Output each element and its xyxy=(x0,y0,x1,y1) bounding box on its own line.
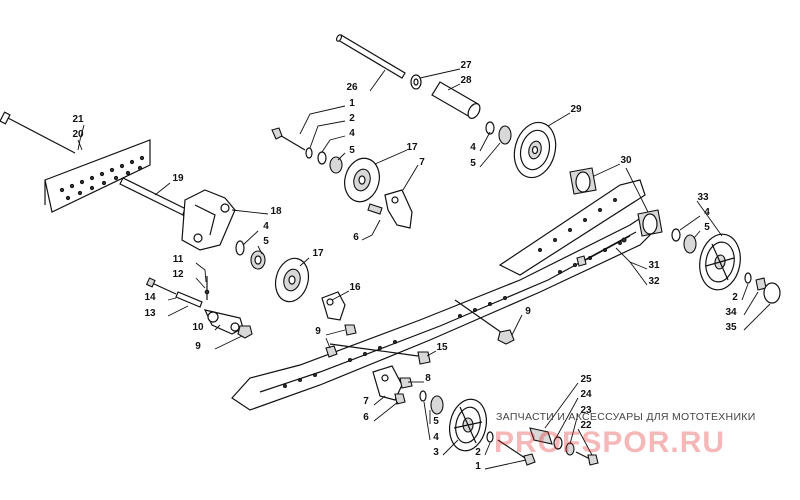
part-33-wheel xyxy=(671,228,741,291)
callout-c-3: 3 xyxy=(433,447,439,458)
callout-c-17a: 17 xyxy=(312,248,324,259)
part-29-wheel xyxy=(485,121,557,179)
watermark: ЗАПЧАСТИ И АКСЕССУАРЫ ДЛЯ МОТОТЕХНИКИ PR… xyxy=(494,411,756,459)
watermark-logo: PROFSPOR.RU xyxy=(494,426,725,459)
main-slide-rail xyxy=(231,214,661,411)
callout-c-11: 11 xyxy=(173,254,184,265)
callout-c-25: 25 xyxy=(580,374,592,385)
callout-c-2a: 2 xyxy=(349,113,355,124)
right-upper-rail xyxy=(498,179,646,276)
callout-c-29: 29 xyxy=(570,104,582,115)
part-31-32-bolt xyxy=(576,235,631,267)
callout-c-10: 10 xyxy=(192,322,204,333)
callout-c-15: 15 xyxy=(436,342,448,353)
callout-c-5a: 5 xyxy=(263,236,269,247)
lower-right-hardware xyxy=(486,427,599,466)
callout-c-22: 22 xyxy=(580,420,592,431)
callout-c-18: 18 xyxy=(270,206,282,217)
part-18-bracket xyxy=(181,189,236,251)
callout-c-34: 34 xyxy=(725,307,737,318)
callout-c-7b: 7 xyxy=(363,396,369,407)
callout-c-35: 35 xyxy=(725,322,737,333)
callout-c-17b: 17 xyxy=(406,142,418,153)
callout-c-12: 12 xyxy=(172,269,184,280)
callout-c-2c: 2 xyxy=(475,447,481,458)
callout-c-14: 14 xyxy=(144,292,156,303)
left-upper-rail xyxy=(44,139,151,213)
callout-c-4a: 4 xyxy=(263,221,269,232)
callout-c-5d: 5 xyxy=(704,222,710,233)
part-21-long-shaft xyxy=(0,111,76,154)
callout-c-21a: 21 xyxy=(72,114,84,125)
callout-c-5b: 5 xyxy=(349,145,355,156)
callout-c-4c: 4 xyxy=(470,142,476,153)
callout-c-9b: 9 xyxy=(525,306,531,317)
callout-c-1a: 1 xyxy=(349,98,355,109)
center-bolts xyxy=(325,299,515,365)
callout-c-32: 32 xyxy=(648,276,660,287)
part-10-14-linkage xyxy=(145,276,253,339)
callout-c-26: 26 xyxy=(346,82,358,93)
watermark-tagline: ЗАПЧАСТИ И АКСЕССУАРЫ ДЛЯ МОТОТЕХНИКИ xyxy=(496,411,756,423)
callout-c-9c: 9 xyxy=(315,326,321,337)
callout-c-6b: 6 xyxy=(363,412,369,423)
callout-c-27: 27 xyxy=(460,60,472,71)
callout-c-20: 20 xyxy=(72,129,84,140)
part-2-34-35-cap xyxy=(744,272,781,304)
callout-c-1b: 1 xyxy=(475,461,481,472)
callout-c-8: 8 xyxy=(425,373,431,384)
callout-c-5e: 5 xyxy=(433,416,439,427)
callout-c-4b: 4 xyxy=(349,128,355,139)
leader-lines xyxy=(77,68,771,470)
part-30-hubs xyxy=(569,167,663,237)
part-26-shaft xyxy=(335,34,406,79)
callout-c-31: 31 xyxy=(648,260,660,271)
callout-c-7a: 7 xyxy=(419,157,425,168)
callout-c-28: 28 xyxy=(460,75,472,86)
lower-wheel-group xyxy=(372,365,488,452)
part-17-wheel-lower xyxy=(274,257,310,303)
callout-c-16: 16 xyxy=(349,282,361,293)
callout-c-33: 33 xyxy=(697,192,709,203)
callout-c-4e: 4 xyxy=(433,432,439,443)
callout-c-5c: 5 xyxy=(470,158,476,169)
upper-wheel-group xyxy=(271,127,413,229)
callout-c-6a: 6 xyxy=(353,232,359,243)
callout-c-9a: 9 xyxy=(195,341,201,352)
part-27-28-spacer xyxy=(410,74,481,119)
callout-c-24: 24 xyxy=(580,389,592,400)
callout-c-23: 23 xyxy=(580,405,592,416)
callout-c-19: 19 xyxy=(172,173,184,184)
callout-c-2b: 2 xyxy=(732,292,738,303)
callout-c-13: 13 xyxy=(144,308,156,319)
part-16-bracket xyxy=(321,291,346,321)
left-washers-4-5 xyxy=(235,240,266,270)
callout-c-4d: 4 xyxy=(704,207,710,218)
callout-c-30: 30 xyxy=(620,155,632,166)
